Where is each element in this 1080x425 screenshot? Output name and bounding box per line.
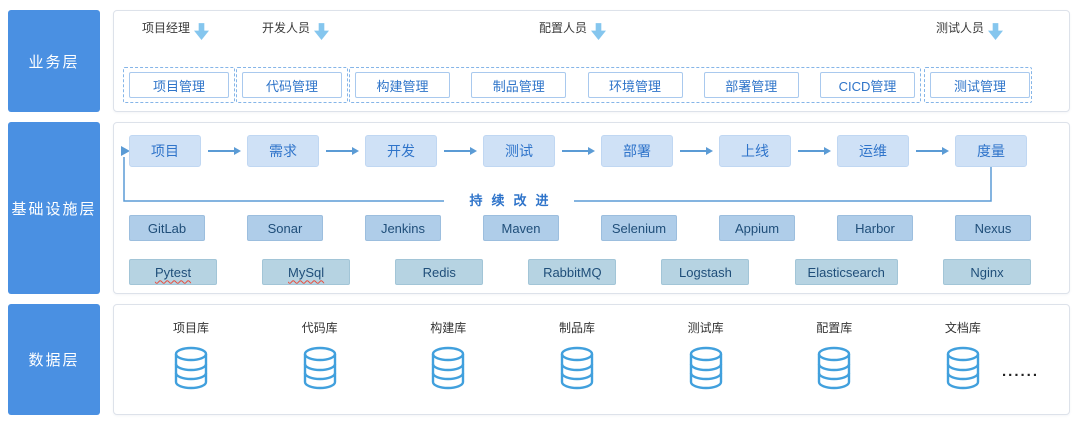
right-arrow-icon bbox=[909, 135, 955, 167]
mgmt-box-env: 环境管理 bbox=[587, 72, 683, 98]
right-arrow-icon bbox=[555, 135, 601, 167]
infrastructure-layer-panel: 项目 需求 开发 测试 部署 上线 运维 度量 持续改进 GitLab Sona… bbox=[113, 122, 1070, 294]
down-arrow-icon bbox=[194, 23, 210, 40]
down-arrow-icon bbox=[591, 23, 607, 40]
right-arrow-icon bbox=[437, 135, 483, 167]
mgmt-box-test: 测试管理 bbox=[930, 72, 1030, 98]
tool-jenkins: Jenkins bbox=[365, 215, 441, 241]
database-icon bbox=[559, 346, 595, 390]
database-icon bbox=[430, 346, 466, 390]
db-item-project: 项目库 bbox=[149, 319, 233, 390]
right-arrow-icon bbox=[791, 135, 837, 167]
layer-label-business: 业务层 bbox=[8, 10, 100, 112]
more-databases-ellipsis: ...... bbox=[1001, 363, 1039, 380]
db-item-code: 代码库 bbox=[278, 319, 362, 390]
tool-elasticsearch: Elasticsearch bbox=[794, 259, 898, 285]
tool-logstash: Logstash bbox=[661, 259, 750, 285]
mgmt-box-artifact: 制品管理 bbox=[471, 72, 567, 98]
db-label: 项目库 bbox=[172, 321, 209, 335]
db-item-config: 配置库 bbox=[792, 319, 876, 390]
tool-redis: Redis bbox=[395, 259, 484, 285]
database-icon bbox=[945, 346, 981, 390]
tool-mysql: MySql bbox=[262, 259, 351, 285]
business-group-project: 项目管理 bbox=[123, 67, 235, 103]
flow-step-operate: 运维 bbox=[837, 135, 909, 167]
db-label: 制品库 bbox=[558, 321, 595, 335]
db-label: 配置库 bbox=[816, 321, 853, 335]
db-label: 构建库 bbox=[430, 321, 467, 335]
role-label: 项目经理 bbox=[142, 21, 191, 35]
flow-step-requirement: 需求 bbox=[247, 135, 319, 167]
layer-label-data: 数据层 bbox=[8, 304, 100, 415]
layer-label-infrastructure: 基础设施层 bbox=[8, 122, 100, 294]
tool-gitlab: GitLab bbox=[129, 215, 205, 241]
data-layer-panel: 项目库 代码库 构建库 制品库 bbox=[113, 304, 1070, 415]
db-label: 代码库 bbox=[301, 321, 338, 335]
db-label: 测试库 bbox=[687, 321, 724, 335]
business-group-test: 测试管理 bbox=[924, 67, 1032, 103]
tool-appium: Appium bbox=[719, 215, 795, 241]
devops-flow-row: 项目 需求 开发 测试 部署 上线 运维 度量 bbox=[129, 135, 1027, 167]
db-item-build: 构建库 bbox=[406, 319, 490, 390]
role-label: 测试人员 bbox=[936, 21, 985, 35]
database-row: 项目库 代码库 构建库 制品库 bbox=[149, 319, 1005, 390]
business-layer-panel: 项目经理 开发人员 配置人员 测试人员 项目管理 代码 bbox=[113, 10, 1070, 112]
tool-pytest: Pytest bbox=[129, 259, 217, 285]
tool-sonar: Sonar bbox=[247, 215, 323, 241]
flow-step-measure: 度量 bbox=[955, 135, 1027, 167]
role-label: 配置人员 bbox=[539, 21, 588, 35]
flow-step-release: 上线 bbox=[719, 135, 791, 167]
continuous-improvement-label: 持续改进 bbox=[444, 193, 574, 209]
mgmt-box-project: 项目管理 bbox=[129, 72, 229, 98]
tool-rabbitmq: RabbitMQ bbox=[528, 259, 617, 285]
role-developer: 开发人员 bbox=[262, 19, 330, 40]
role-label: 开发人员 bbox=[262, 21, 311, 35]
db-item-test: 测试库 bbox=[664, 319, 748, 390]
right-arrow-icon bbox=[319, 135, 365, 167]
mgmt-box-code: 代码管理 bbox=[242, 72, 342, 98]
db-item-artifact: 制品库 bbox=[535, 319, 619, 390]
flow-step-project: 项目 bbox=[129, 135, 201, 167]
tool-selenium: Selenium bbox=[601, 215, 677, 241]
mgmt-box-build: 构建管理 bbox=[355, 72, 450, 98]
tool-harbor: Harbor bbox=[837, 215, 913, 241]
right-arrow-icon bbox=[673, 135, 719, 167]
db-label: 文档库 bbox=[944, 321, 981, 335]
flow-step-deploy: 部署 bbox=[601, 135, 673, 167]
role-tester: 测试人员 bbox=[936, 19, 1004, 40]
role-configuration: 配置人员 bbox=[539, 19, 607, 40]
tool-nexus: Nexus bbox=[955, 215, 1031, 241]
down-arrow-icon bbox=[314, 23, 330, 40]
tools-row-1: GitLab Sonar Jenkins Maven Selenium Appi… bbox=[129, 215, 1031, 241]
mgmt-box-cicd: CICD管理 bbox=[820, 72, 915, 98]
database-icon bbox=[302, 346, 338, 390]
down-arrow-icon bbox=[988, 23, 1004, 40]
business-group-pipeline: 构建管理 制品管理 环境管理 部署管理 CICD管理 bbox=[349, 67, 921, 103]
role-project-manager: 项目经理 bbox=[142, 19, 210, 40]
db-item-document: 文档库 bbox=[921, 319, 1005, 390]
database-icon bbox=[173, 346, 209, 390]
database-icon bbox=[816, 346, 852, 390]
tool-nginx: Nginx bbox=[942, 259, 1031, 285]
tool-maven: Maven bbox=[483, 215, 559, 241]
mgmt-box-deploy: 部署管理 bbox=[703, 72, 799, 98]
database-icon bbox=[688, 346, 724, 390]
right-arrow-icon bbox=[201, 135, 247, 167]
flow-step-develop: 开发 bbox=[365, 135, 437, 167]
business-group-code: 代码管理 bbox=[236, 67, 348, 103]
tools-row-2: Pytest MySql Redis RabbitMQ Logstash Ela… bbox=[129, 259, 1031, 285]
flow-step-test: 测试 bbox=[483, 135, 555, 167]
